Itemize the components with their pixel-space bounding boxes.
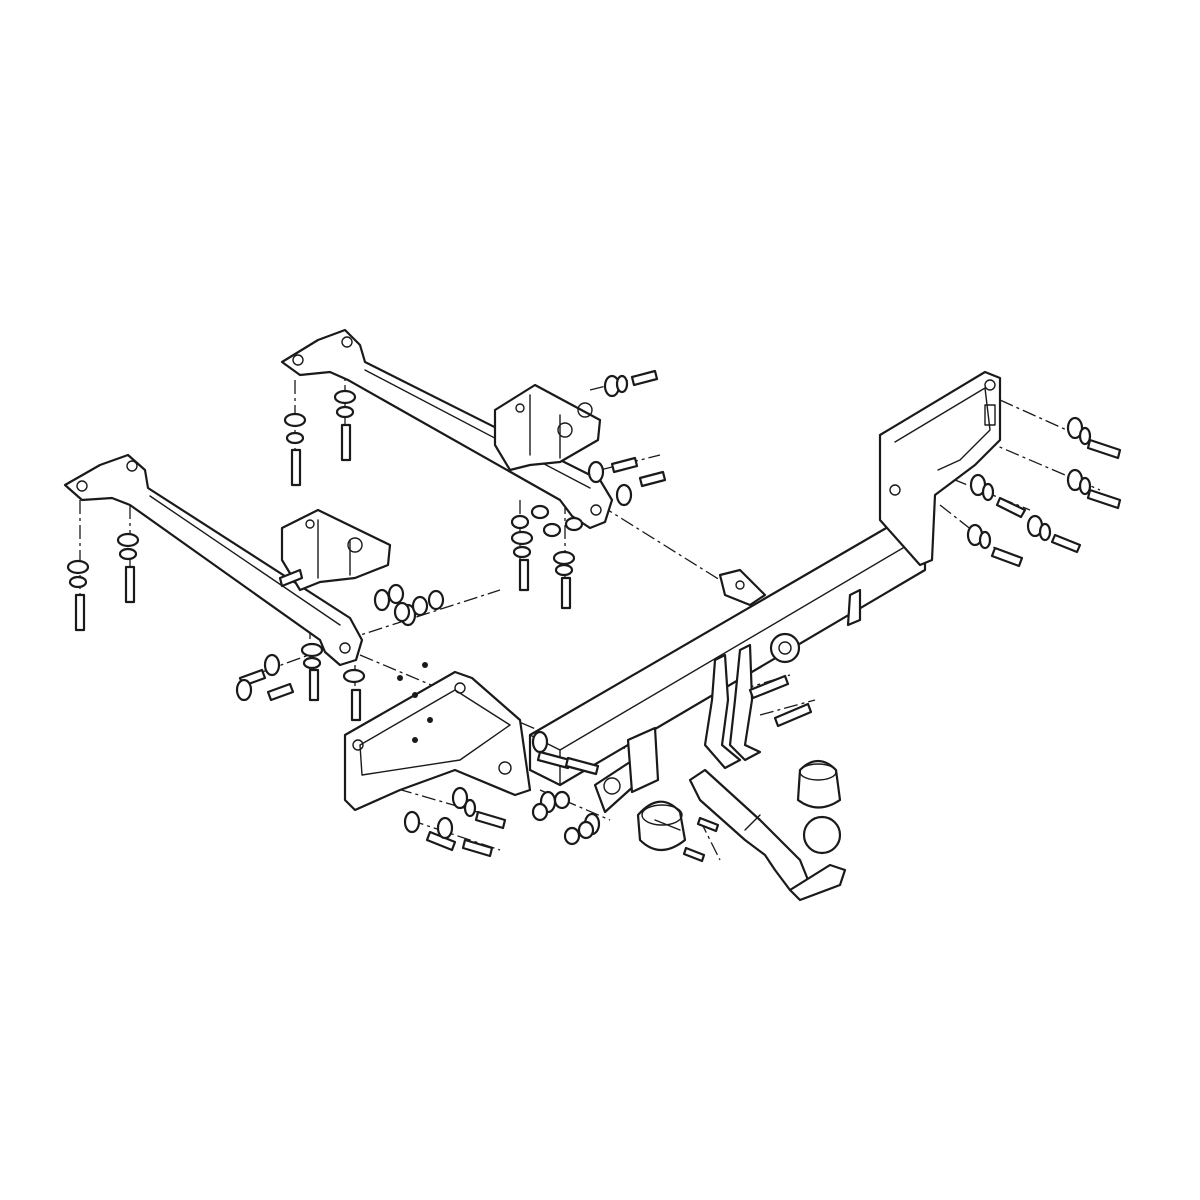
- bolt: [350, 688, 362, 722]
- bolt: [340, 423, 352, 462]
- tow-ball-cap: [796, 759, 842, 809]
- rear-bracket-arm-upper: [280, 328, 614, 530]
- socket-plate: [593, 726, 660, 814]
- center-hangers: [703, 588, 862, 770]
- bolt: [518, 558, 530, 592]
- tow-ball-neck: [688, 768, 847, 902]
- center-bracket-lower: [280, 508, 392, 592]
- bolt: [290, 448, 302, 487]
- small-fasteners: [397, 662, 433, 743]
- electrical-socket: [636, 800, 687, 852]
- main-crossbar: [528, 518, 927, 787]
- center-bracket-upper: [493, 383, 602, 472]
- nut-set: [68, 374, 1092, 846]
- right-end-plate: [878, 370, 1002, 567]
- bolt: [74, 593, 86, 632]
- bolt: [560, 576, 572, 610]
- bolt-set: [74, 369, 1122, 863]
- left-end-plate: [343, 670, 532, 812]
- rear-bracket-arm-lower: [63, 453, 364, 667]
- bolt: [124, 565, 136, 604]
- bolt: [308, 668, 320, 702]
